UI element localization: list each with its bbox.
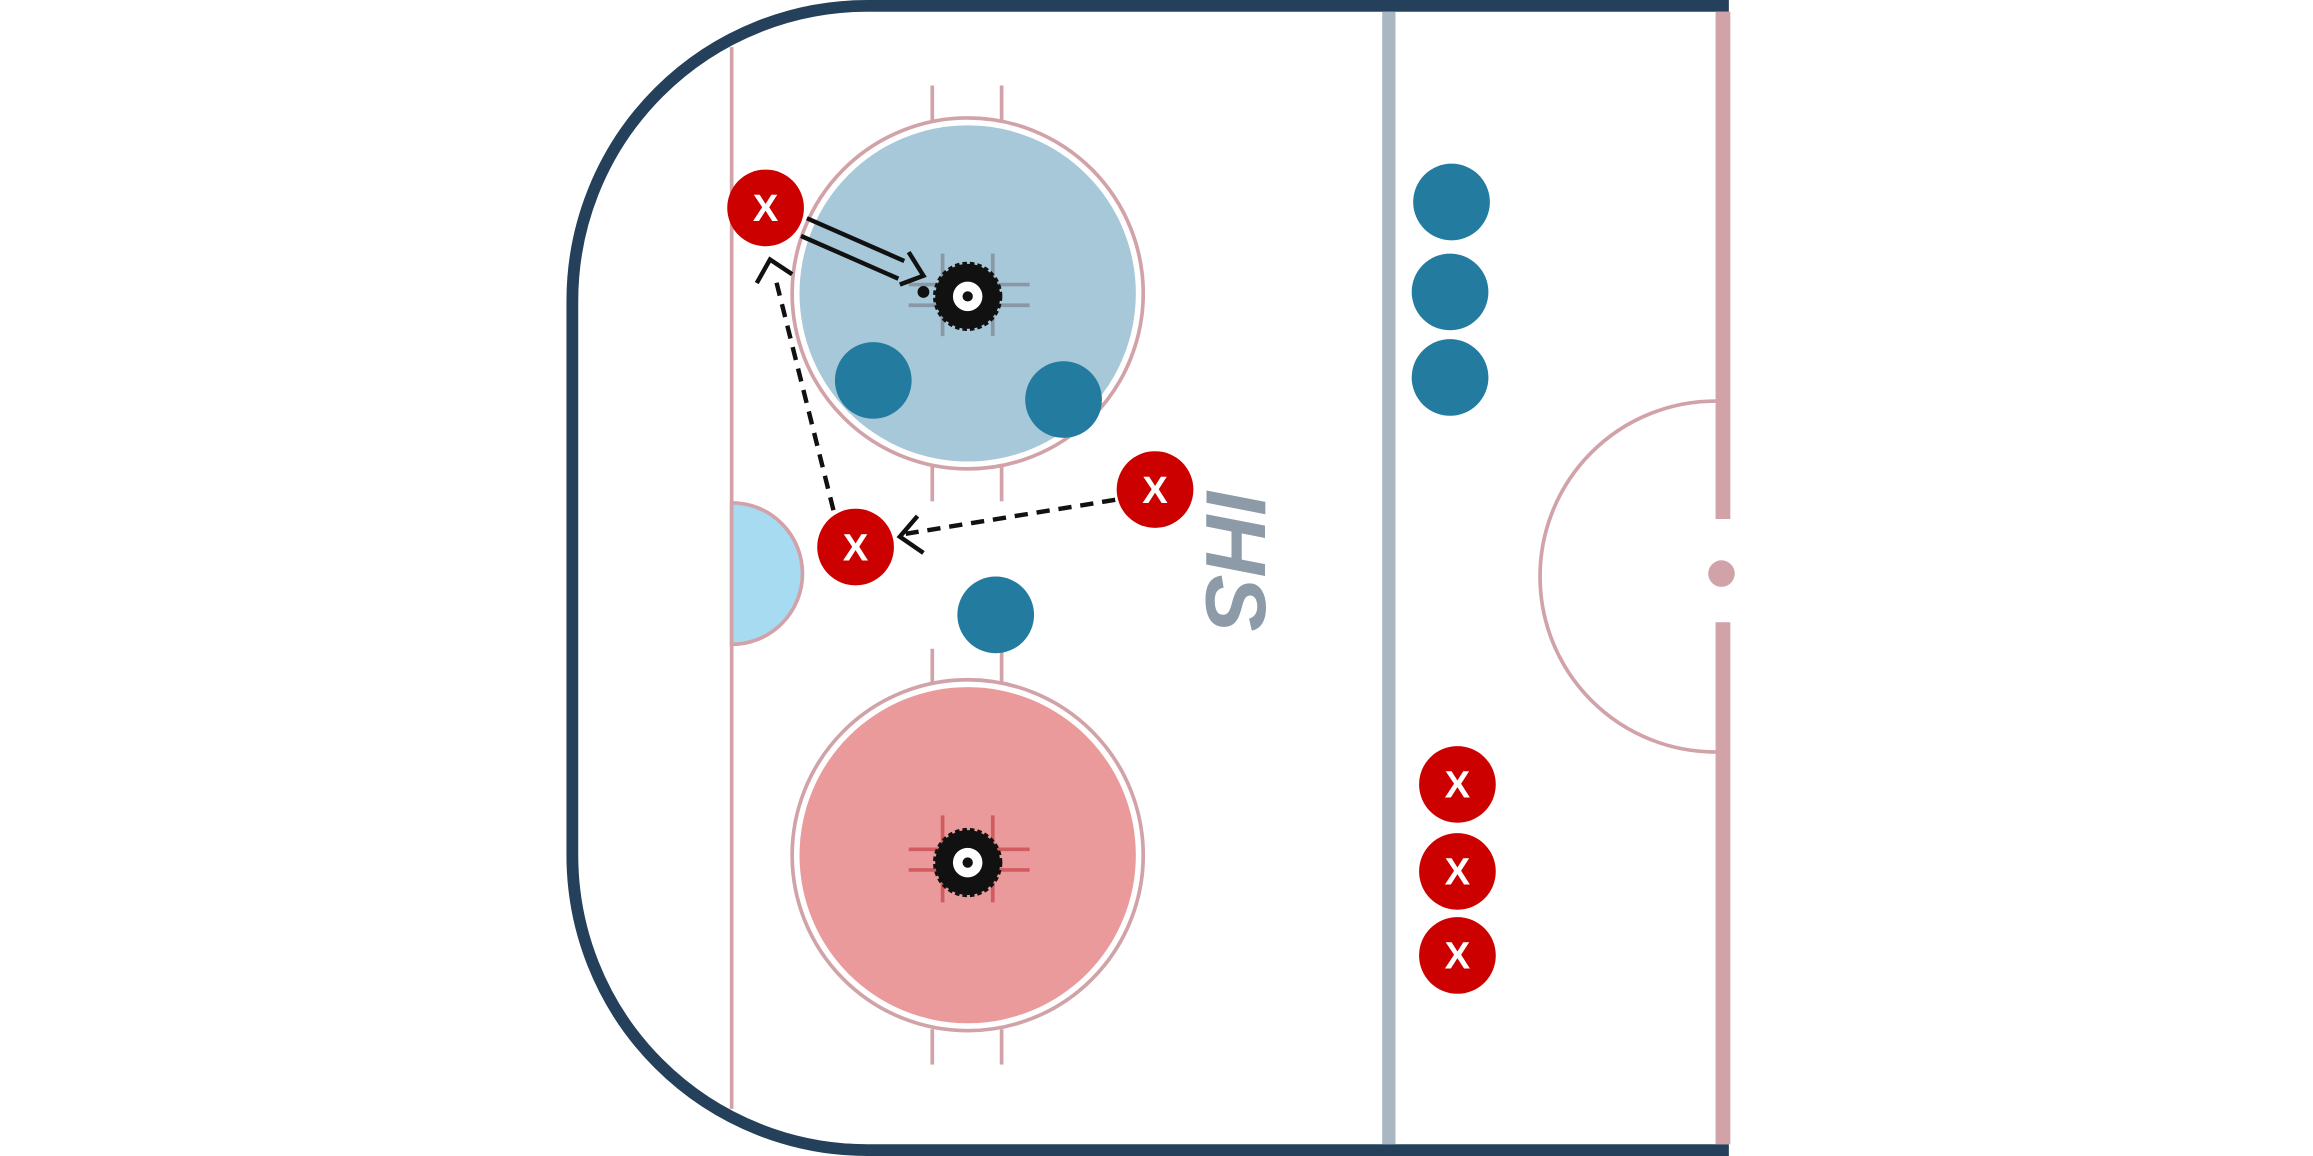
shot-line	[806, 216, 906, 264]
red-player-marker	[727, 169, 804, 247]
red-player-marker	[1116, 451, 1194, 528]
red-player: X	[727, 169, 804, 247]
red-player-marker	[1419, 746, 1496, 823]
puck-dot	[917, 286, 930, 298]
pass-line	[905, 497, 1116, 536]
puck-icon	[933, 261, 1003, 332]
red-player-label: X	[1142, 469, 1168, 512]
puck-icon	[933, 827, 1003, 898]
center-red-line-bottom	[1715, 622, 1731, 1145]
red-player: X	[1419, 746, 1496, 823]
center-circle	[1538, 399, 1716, 754]
blue-player	[957, 576, 1035, 654]
blue-player	[1025, 361, 1102, 438]
red-player-label: X	[1445, 935, 1471, 978]
red-player: X	[1116, 451, 1194, 528]
blue-player	[1411, 253, 1489, 331]
arrow-head	[754, 256, 794, 285]
red-player-marker	[1419, 833, 1496, 910]
center-red-line-top	[1715, 11, 1731, 520]
blue-team	[834, 163, 1490, 654]
blue-line	[1382, 11, 1396, 1145]
blue-player	[1411, 339, 1489, 416]
red-player-label: X	[1445, 764, 1471, 807]
center-faceoff-dot	[1708, 560, 1735, 587]
red-player: X	[1419, 833, 1496, 910]
goal-crease	[729, 500, 805, 647]
arrow-head	[896, 514, 925, 555]
shot-line	[800, 233, 900, 281]
red-player: X	[817, 508, 894, 586]
red-player: X	[1419, 917, 1496, 994]
red-player-marker	[1419, 917, 1496, 994]
blue-player	[834, 342, 912, 419]
ihs-logo: IHS	[1188, 489, 1283, 632]
red-player-label: X	[753, 187, 779, 230]
pass-line	[772, 273, 836, 511]
red-player-label: X	[1445, 851, 1471, 894]
red-player-marker	[817, 508, 894, 586]
blue-player	[1413, 163, 1490, 241]
red-player-label: X	[843, 526, 869, 569]
arrow-head	[899, 250, 927, 287]
